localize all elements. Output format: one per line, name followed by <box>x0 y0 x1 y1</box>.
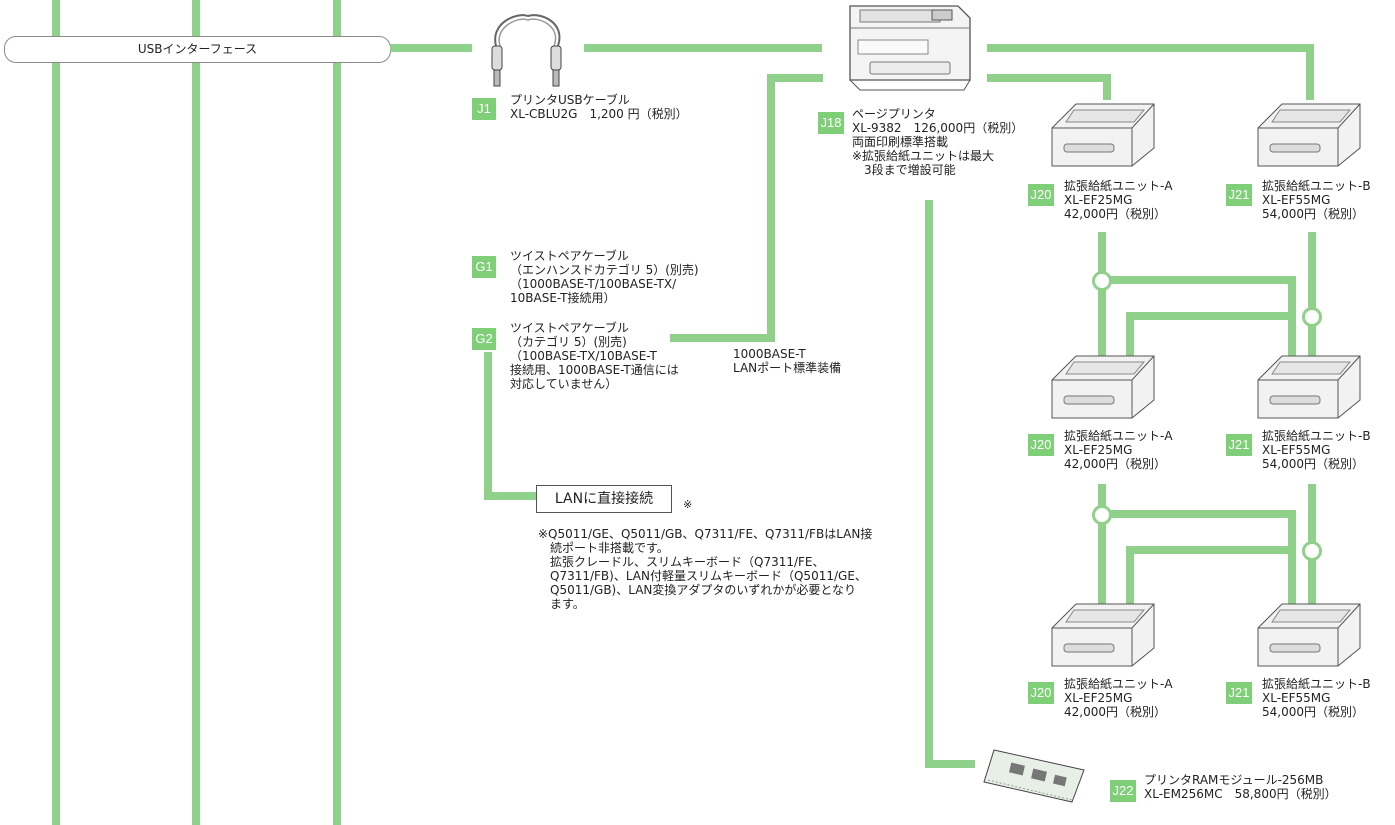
unit-a-drop-1 <box>1103 74 1111 100</box>
g1-line-4: 10BASE-T接続用） <box>510 291 616 305</box>
junction-node <box>1302 541 1322 561</box>
ram-name: プリンタRAMモジュール-256MB <box>1144 773 1324 787</box>
cross-line-1a <box>1102 276 1296 284</box>
g2-line-3: （100BASE-TX/10BASE-T <box>510 349 657 363</box>
printer-line-mid <box>987 74 1111 82</box>
unit-b-name: 拡張給紙ユニット-B <box>1262 429 1371 443</box>
paper-feed-unit-illustration <box>1257 603 1361 667</box>
printer-model-price: XL-9382 126,000円（税別） <box>852 121 1024 135</box>
ram-line-horizontal <box>925 760 975 768</box>
j20-badge: J20 <box>1028 682 1054 704</box>
unit-b-name: 拡張給紙ユニット-B <box>1262 179 1371 193</box>
paper-feed-unit-illustration <box>1051 603 1155 667</box>
unit-a-name: 拡張給紙ユニット-A <box>1064 179 1173 193</box>
cross-line-2a <box>1102 510 1296 518</box>
lan-note-line-6: ます。 <box>538 597 585 611</box>
g1-line-2: （エンハンスドカテゴリ 5）(別売) <box>510 263 699 277</box>
unit-a-connector-1 <box>1098 232 1106 380</box>
printer-name: ページプリンタ <box>852 107 936 121</box>
unit-b-price: 54,000円（税別） <box>1262 705 1364 719</box>
unit-b-model: XL-EF55MG <box>1262 691 1331 705</box>
j18-badge: J18 <box>818 112 844 134</box>
lan-note-line-4: Q7311/FB)、LAN付軽量スリムキーボード（Q5011/GE、 <box>538 569 867 583</box>
ram-model-price: XL-EM256MC 58,800円（税別） <box>1144 787 1337 801</box>
junction-node <box>1302 307 1322 327</box>
j22-badge: J22 <box>1110 780 1136 802</box>
usb-cable-model-price: XL-CBLU2G 1,200 円（税別） <box>510 107 688 121</box>
unit-a-name: 拡張給紙ユニット-A <box>1064 429 1173 443</box>
cross-line-1d <box>1288 276 1296 380</box>
unit-b-drop-1 <box>1306 44 1314 100</box>
g2-badge: G2 <box>472 328 496 350</box>
junction-node <box>1092 271 1112 291</box>
lan-line-vertical <box>767 74 775 342</box>
g1-line-3: （1000BASE-T/100BASE-TX/ <box>510 277 677 291</box>
j21-badge: J21 <box>1226 682 1252 704</box>
lan-note-line-1: ※Q5011/GE、Q5011/GB、Q7311/FE、Q7311/FBはLAN… <box>538 527 873 541</box>
printer-note-1: ※拡張給紙ユニットは最大 <box>852 149 995 163</box>
usb-line-left <box>390 44 472 52</box>
unit-a-connector-2 <box>1098 484 1106 608</box>
lan-line-horizontal-bottom <box>670 334 775 342</box>
unit-a-name: 拡張給紙ユニット-A <box>1064 677 1173 691</box>
printer-line-top <box>987 44 1314 52</box>
bus-line-3 <box>333 0 341 825</box>
cross-line-1b <box>1126 312 1296 320</box>
cross-line-2d <box>1288 510 1296 608</box>
g1-line-1: ツイストペアケーブル <box>510 249 629 263</box>
unit-a-price: 42,000円（税別） <box>1064 457 1166 471</box>
usb-interface-label: USBインターフェース <box>4 36 391 63</box>
unit-b-name: 拡張給紙ユニット-B <box>1262 677 1371 691</box>
usb-cable-name: プリンタUSBケーブル <box>510 93 630 107</box>
unit-b-model: XL-EF55MG <box>1262 193 1331 207</box>
cross-line-1c <box>1126 312 1134 380</box>
unit-a-model: XL-EF25MG <box>1064 443 1133 457</box>
g2-line-2: （カテゴリ 5）(別売) <box>510 335 627 349</box>
lan-direct-note-mark: ※ <box>683 498 693 511</box>
cross-line-2c <box>1126 546 1134 608</box>
j1-badge: J1 <box>472 98 496 120</box>
printer-note-2: 3段まで増設可能 <box>852 163 956 177</box>
ram-line-vertical <box>925 200 933 768</box>
bus-line-2 <box>192 0 200 825</box>
j20-badge: J20 <box>1028 184 1054 206</box>
unit-b-price: 54,000円（税別） <box>1262 207 1364 221</box>
unit-a-model: XL-EF25MG <box>1064 691 1133 705</box>
lan-note-line-2: 続ポート非搭載です。 <box>538 541 669 555</box>
printer-feature: 両面印刷標準搭載 <box>852 135 949 149</box>
paper-feed-unit-illustration <box>1257 103 1361 167</box>
g2-line-4: 接続用、1000BASE-T通信には <box>510 363 679 377</box>
unit-a-model: XL-EF25MG <box>1064 193 1133 207</box>
lan-line-horizontal-top <box>767 74 823 82</box>
unit-b-price: 54,000円（税別） <box>1262 457 1364 471</box>
j21-badge: J21 <box>1226 184 1252 206</box>
lan-port-line-2: LANポート標準装備 <box>733 361 842 375</box>
usb-cable-illustration <box>491 14 562 87</box>
lan-note-line-3: 拡張クレードル、スリムキーボード（Q7311/FE、 <box>538 555 825 569</box>
unit-a-price: 42,000円（税別） <box>1064 705 1166 719</box>
unit-a-price: 42,000円（税別） <box>1064 207 1166 221</box>
lan-direct-box: LANに直接接続 <box>536 485 672 513</box>
g1-badge: G1 <box>472 256 496 278</box>
page-printer-illustration <box>849 5 971 91</box>
j20-badge: J20 <box>1028 434 1054 456</box>
usb-line-right <box>584 44 822 52</box>
lan-direct-line-vertical <box>484 352 492 500</box>
paper-feed-unit-illustration <box>1257 355 1361 419</box>
lan-port-line-1: 1000BASE-T <box>733 347 806 361</box>
j21-badge: J21 <box>1226 434 1252 456</box>
paper-feed-unit-illustration <box>1051 103 1155 167</box>
ram-module-illustration <box>983 749 1085 803</box>
cross-line-2b <box>1126 546 1296 554</box>
paper-feed-unit-illustration <box>1051 355 1155 419</box>
unit-b-connector-1 <box>1308 232 1316 380</box>
bus-line-1 <box>52 0 60 825</box>
g2-line-5: 対応していません） <box>510 377 618 391</box>
lan-note-line-5: Q5011/GB)、LAN変換アダプタのいずれかが必要となり <box>538 583 857 597</box>
g2-line-1: ツイストペアケーブル <box>510 321 629 335</box>
junction-node <box>1092 505 1112 525</box>
lan-direct-line-horizontal <box>484 492 538 500</box>
unit-b-model: XL-EF55MG <box>1262 443 1331 457</box>
